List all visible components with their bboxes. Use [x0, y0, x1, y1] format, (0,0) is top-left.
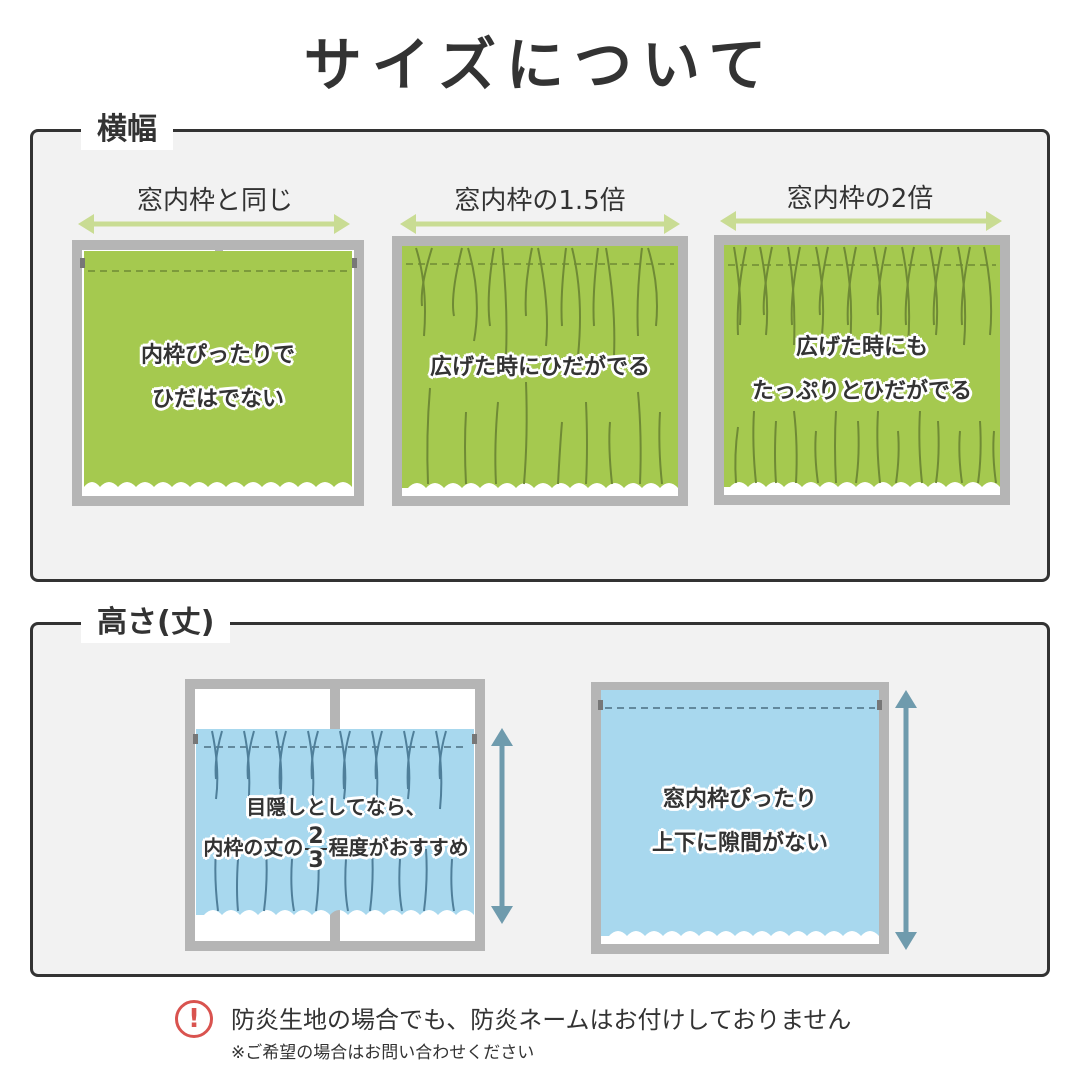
curtain-pleated-green-1-5x	[402, 246, 678, 498]
width-arrow-icon	[720, 211, 1002, 231]
width-caption-2x: 窓内枠の2倍	[786, 184, 934, 214]
curtain-pleated-blue-short	[196, 729, 474, 925]
curtain-text-2x: 広げた時にも たっぷりとひだがでる	[751, 335, 972, 404]
width-section-label: 横幅	[81, 110, 173, 150]
width-arrow-icon	[400, 214, 680, 234]
curtain-flat-green	[84, 251, 352, 497]
page-title: サイズについて	[303, 31, 777, 99]
exclamation-circle-icon: !	[175, 1000, 213, 1038]
curtain-text-same: 内枠ぴったりで ひだはでない	[140, 343, 295, 412]
curtain-text-1-5x: 広げた時にひだがでる	[429, 355, 650, 380]
curtain-text-exact: 窓内枠ぴったり 上下に隙間がない	[651, 787, 828, 856]
curtain-pleated-green-2x	[724, 245, 1000, 497]
height-arrow-icon	[491, 728, 513, 924]
width-caption-1-5x: 窓内枠の1.5倍	[454, 186, 626, 216]
curtain-flat-blue	[601, 690, 879, 944]
width-arrow-icon	[78, 214, 350, 234]
height-arrow-icon	[895, 690, 917, 950]
width-caption-same: 窓内枠と同じ	[136, 186, 293, 216]
notice-sub-text: ※ご希望の場合はお問い合わせください	[231, 1043, 535, 1063]
notice-main-text: 防炎生地の場合でも、防炎ネームはお付けしておりません	[231, 1006, 852, 1034]
height-section-label: 高さ(丈)	[81, 603, 231, 643]
